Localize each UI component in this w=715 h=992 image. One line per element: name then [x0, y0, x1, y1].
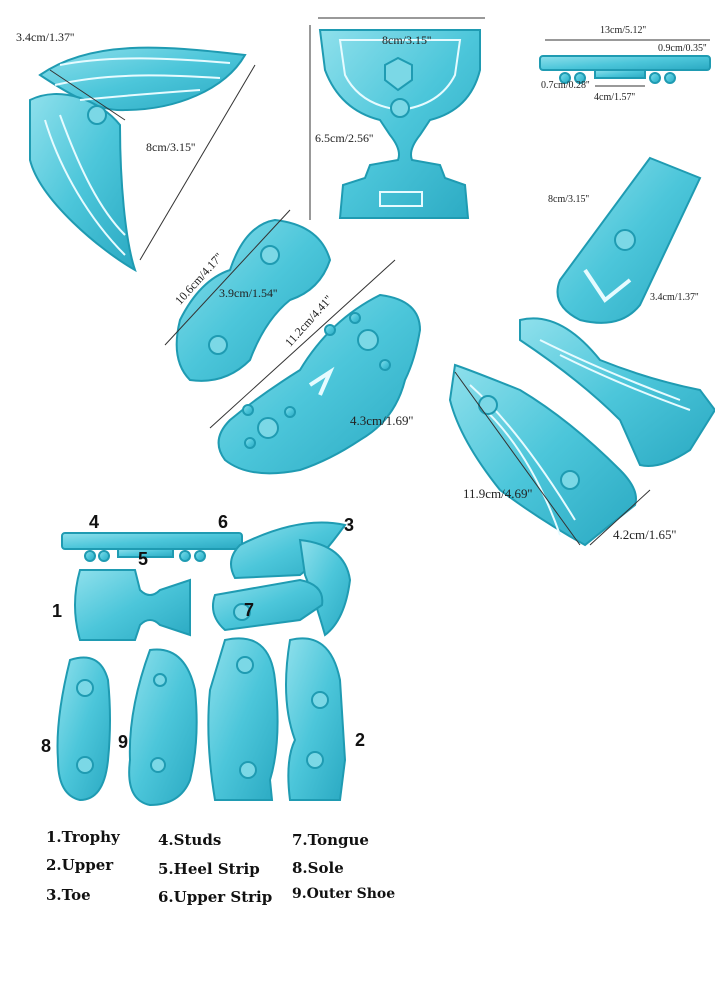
stud-size-label: 0.7cm/0.28'': [541, 80, 590, 91]
strip-height-label: 0.9cm/0.35'': [658, 43, 707, 54]
tongue-length-label: 8cm/3.15'': [548, 194, 590, 205]
strip-length-label: 13cm/5.12'': [600, 25, 647, 36]
trophy-width-label: 8cm/3.15'': [382, 33, 432, 47]
legend-sole: 8.Sole: [292, 859, 344, 877]
set-overview: [56, 521, 352, 807]
outer-width-label: 4.3cm/1.69'': [350, 413, 414, 428]
legend-upper-strip: 6.Upper Strip: [158, 888, 273, 906]
tongue-mold: [556, 156, 702, 324]
toe-length-label: 8cm/3.15'': [146, 140, 196, 154]
legend-trophy: 1.Trophy: [46, 828, 120, 846]
outer-shoe-mold: [217, 293, 422, 475]
tongue-width-label: 3.4cm/1.37'': [650, 292, 699, 303]
upper-width-label: 4.2cm/1.65'': [613, 527, 677, 542]
dimension-lines: [49, 17, 710, 546]
legend-upper: 2.Upper: [46, 856, 114, 874]
strip-mold: [539, 55, 711, 84]
toe-width-label: 3.4cm/1.37'': [16, 30, 75, 44]
sole-mold: [175, 218, 332, 382]
legend-studs: 4.Studs: [158, 831, 222, 849]
toe-mold: [29, 46, 247, 273]
upper-length-label: 11.9cm/4.69'': [463, 486, 533, 501]
piece-number-7: 7: [244, 600, 255, 620]
piece-number-6: 6: [218, 512, 229, 532]
trophy-mold: [318, 29, 481, 219]
upper-mold: [448, 317, 715, 547]
legend-tongue: 7.Tongue: [292, 831, 369, 849]
piece-number-1: 1: [52, 601, 63, 621]
trophy-height-label: 6.5cm/2.56'': [315, 131, 374, 145]
piece-number-8: 8: [41, 736, 52, 756]
legend-toe: 3.Toe: [46, 886, 91, 904]
legend-outer-shoe: 9.Outer Shoe: [292, 886, 396, 902]
piece-number-5: 5: [138, 549, 149, 569]
piece-number-4: 4: [89, 512, 100, 532]
heel-strip-length-label: 4cm/1.57'': [594, 92, 636, 103]
piece-number-3: 3: [344, 515, 355, 535]
piece-number-2: 2: [355, 730, 366, 750]
piece-number-9: 9: [118, 732, 129, 752]
legend-heel-strip: 5.Heel Strip: [158, 860, 260, 878]
sole-width-label: 3.9cm/1.54'': [219, 286, 278, 300]
